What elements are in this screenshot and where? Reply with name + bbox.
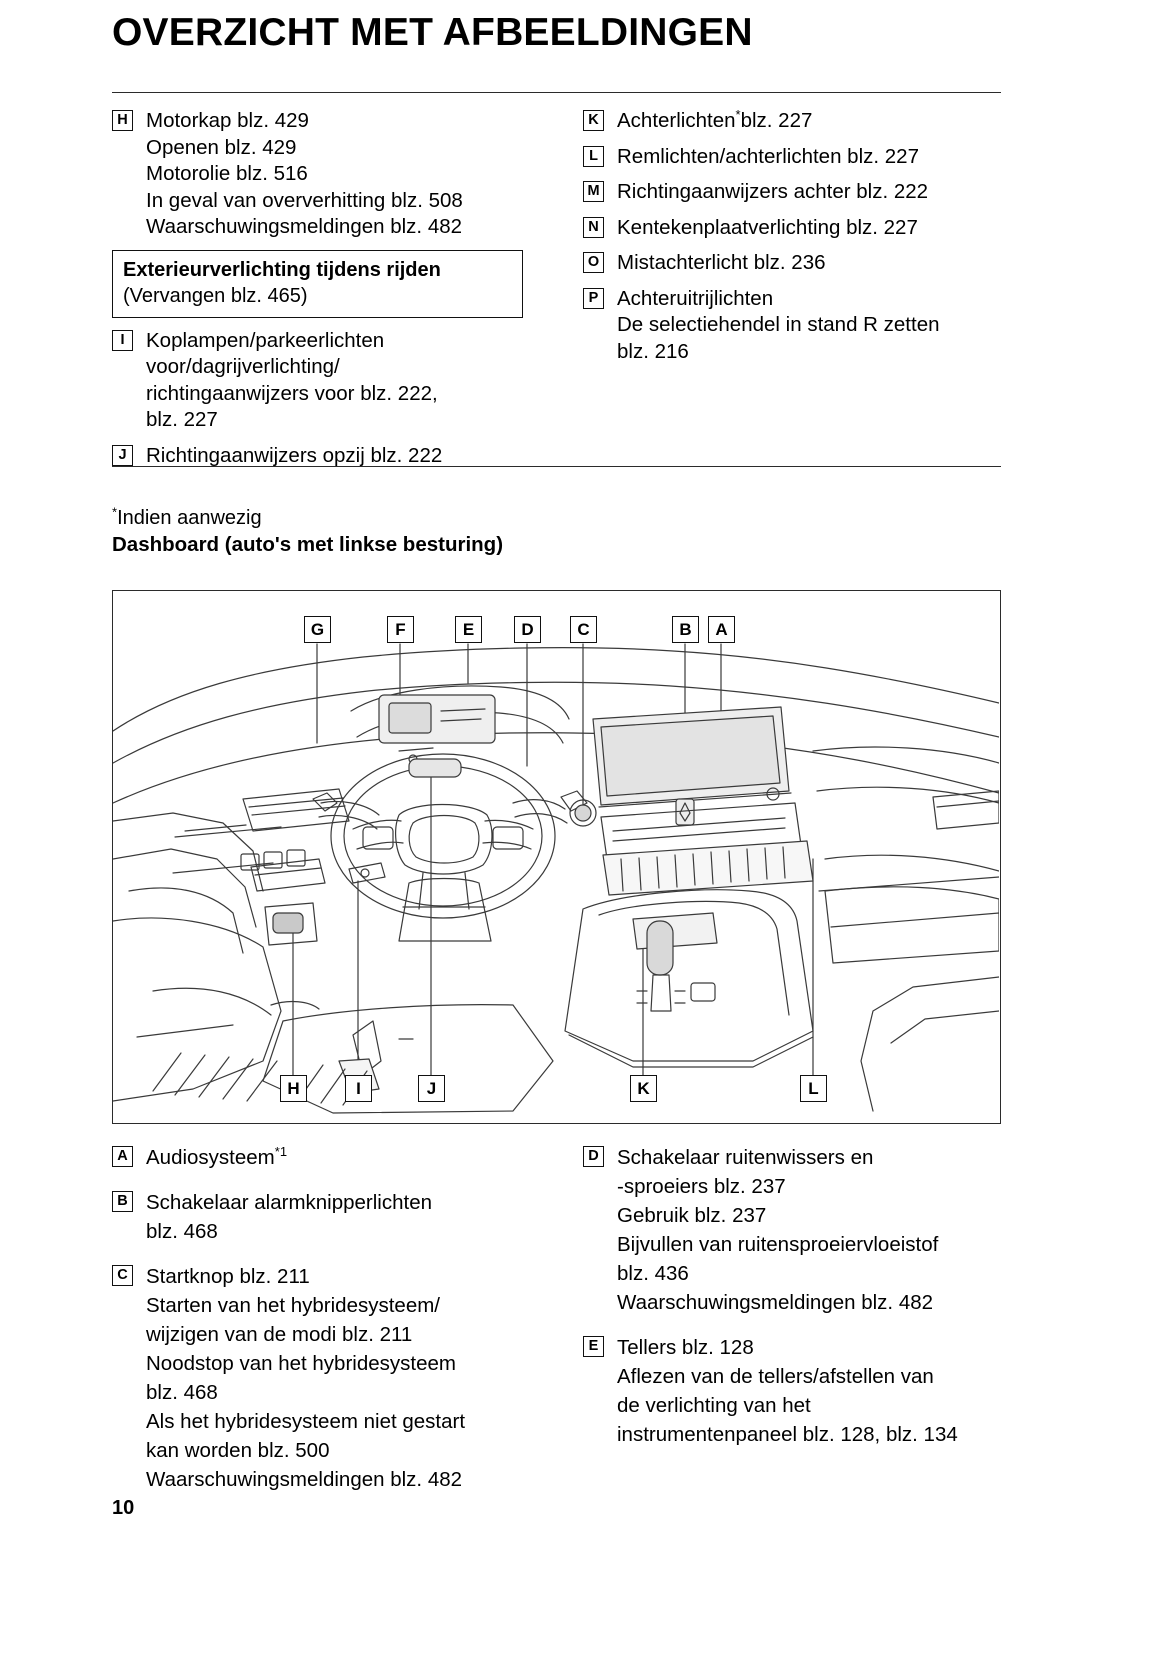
callout-letter-o: O [583,252,604,273]
callout-letter-l: L [583,145,604,167]
figure-callout-l: L [800,1075,827,1102]
list-item-label: Koplampen/parkeerlichten voor/dagrijverl… [146,328,438,432]
callout-letter-e: E [583,1336,604,1357]
callout-letter-c: C [112,1265,133,1286]
list-item-label: Startknop blz. 211 Starten van het hybri… [146,1265,466,1491]
callout-letter-i: I [112,329,133,351]
figure-callout-d: D [514,616,541,643]
footnote-text: *Indien aanwezig [112,505,262,531]
figure-callout-k: K [630,1075,657,1102]
list-item: B Schakelaar alarmknipperlichten blz. 46… [112,1188,552,1246]
list-item-label: Richtingaanwijzers opzij blz. 222 [146,443,443,467]
note-heading: Exterieurverlichting tijdens rijden [123,258,441,281]
dashboard-list-left: A Audiosysteem*1 B Schakelaar alarmknipp… [112,1143,552,1510]
note-subtext: (Vervangen blz. 465) [123,284,308,307]
callout-letter-k: K [583,110,604,131]
dashboard-figure: G F E D C B A H I J K L [112,590,1001,1124]
callout-letter-j: J [112,444,133,466]
figure-callout-f: F [387,616,414,643]
list-item-label: Tellers blz. 128 Aflezen van de tellers/… [617,1336,958,1446]
note-box: Exterieurverlichting tijdens rijden (Ver… [112,249,523,318]
list-item-label: Schakelaar ruitenwissers en -sproeiers b… [617,1146,939,1314]
divider-middle [112,466,1001,467]
list-item: K Achterlichten*blz. 227 [583,108,1003,135]
page-title: OVERZICHT MET AFBEELDINGEN [112,11,753,54]
figure-callout-e: E [455,616,482,643]
list-item-text-after: blz. 227 [740,109,813,132]
callout-letter-a: A [112,1146,133,1167]
figure-callout-j: J [418,1075,445,1102]
list-item-label: Mistachterlicht blz. 236 [617,251,826,274]
footnote-marker: *1 [274,1144,288,1160]
footnote-marker: * [735,107,741,123]
list-item: D Schakelaar ruitenwissers en -sproeiers… [583,1143,1003,1317]
list-item: P Achteruitrijlichten De selectiehendel … [583,286,1003,366]
list-item-label: Achteruitrijlichten De selectiehendel in… [617,286,940,363]
list-item-label: Achterlichten*blz. 227 [617,108,812,135]
list-item: I Koplampen/parkeerlichten voor/dagrijve… [112,328,542,434]
callout-letter-n: N [583,216,604,238]
list-item: H Motorkap blz. 429 Openen blz. 429 Moto… [112,108,542,241]
list-item-label: Motorkap blz. 429 Openen blz. 429 Motoro… [146,109,463,238]
callout-letter-p: P [583,287,604,309]
section-subtitle: Dashboard (auto's met linkse besturing) [112,533,504,556]
list-item-label: Schakelaar alarmknipperlichten blz. 468 [146,1191,433,1243]
callout-letter-b: B [112,1191,133,1212]
list-item: M Richtingaanwijzers achter blz. 222 [583,179,1003,206]
divider-top [112,92,1001,93]
callout-letter-d: D [583,1146,604,1167]
asterisk-icon: * [112,504,118,520]
list-item-text-before: Achterlichten [617,109,736,132]
figure-callout-i: I [345,1075,372,1102]
figure-callout-a: A [708,616,735,643]
dashboard-line-drawing [113,643,999,1114]
list-item-label: Richtingaanwijzers achter blz. 222 [617,180,929,203]
list-item: J Richtingaanwijzers opzij blz. 222 [112,443,542,470]
list-item: E Tellers blz. 128 Aflezen van de teller… [583,1333,1003,1449]
list-item: N Kentekenplaatverlichting blz. 227 [583,215,1003,242]
exterior-list-left: H Motorkap blz. 429 Openen blz. 429 Moto… [112,108,542,478]
footnote-label: Indien aanwezig [117,507,262,529]
callout-letter-m: M [583,181,604,202]
list-item: O Mistachterlicht blz. 236 [583,250,1003,277]
callout-letter-h: H [112,110,133,131]
page-number: 10 [112,1497,135,1519]
list-item: L Remlichten/achterlichten blz. 227 [583,144,1003,171]
list-item-label: Kentekenplaatverlichting blz. 227 [617,215,918,239]
list-item: C Startknop blz. 211 Starten van het hyb… [112,1262,552,1494]
dashboard-list-right: D Schakelaar ruitenwissers en -sproeiers… [583,1143,1003,1465]
figure-callout-c: C [570,616,597,643]
list-item-label: Audiosysteem*1 [146,1143,287,1172]
list-item-label: Remlichten/achterlichten blz. 227 [617,144,919,168]
figure-callout-g: G [304,616,331,643]
figure-callout-h: H [280,1075,307,1102]
exterior-list-right: K Achterlichten*blz. 227 L Remlichten/ac… [583,108,1003,374]
list-item-text-before: Audiosysteem [146,1146,275,1169]
list-item: A Audiosysteem*1 [112,1143,552,1172]
figure-callout-b: B [672,616,699,643]
